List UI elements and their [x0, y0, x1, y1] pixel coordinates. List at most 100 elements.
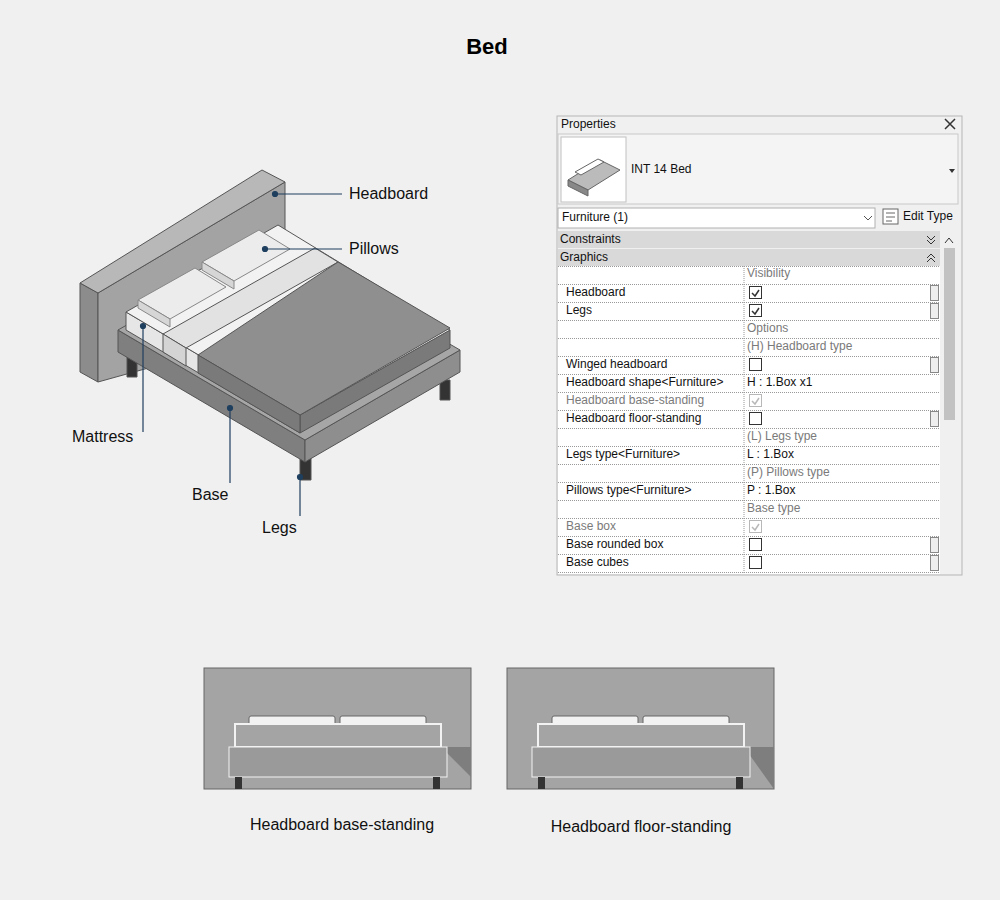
properties-panel — [927, 254, 935, 262]
leader-line — [229, 408, 230, 483]
properties-panel — [558, 249, 940, 266]
properties-panel — [575, 159, 604, 175]
part-label: Mattress — [72, 428, 133, 446]
properties-panel — [558, 518, 940, 519]
bed-illustration — [80, 283, 98, 382]
properties-panel — [750, 521, 762, 533]
properties-panel — [752, 398, 759, 404]
table-value: (P) Pillows type — [747, 466, 830, 480]
table-value: (H) Headboard type — [747, 340, 852, 354]
properties-panel — [558, 356, 940, 357]
front-view-base-standing — [433, 777, 440, 789]
properties-panel — [931, 358, 939, 373]
bed-illustration — [202, 262, 234, 289]
part-label: Base — [192, 486, 228, 504]
properties-panel — [558, 446, 940, 447]
front-view-base-standing — [235, 777, 242, 789]
group-header: Graphics — [560, 251, 608, 265]
properties-panel — [949, 169, 955, 173]
properties-panel — [557, 116, 962, 575]
properties-panel — [558, 554, 940, 555]
part-label: Legs — [262, 519, 297, 537]
leader-line — [273, 192, 278, 197]
properties-panel — [558, 231, 940, 248]
bed-illustration — [80, 170, 460, 480]
front-view-floor-standing — [507, 668, 774, 789]
properties-panel — [558, 284, 940, 285]
properties-panel — [945, 119, 955, 129]
dropdown-text: Furniture (1) — [562, 211, 628, 225]
bed-illustration — [126, 225, 450, 415]
properties-panel — [744, 266, 745, 574]
title: Bed — [466, 34, 508, 59]
table-cell: Headboard shape<Furniture> — [566, 376, 723, 390]
properties-panel — [561, 137, 626, 202]
properties-panel — [558, 482, 940, 483]
front-view-floor-standing — [538, 724, 744, 747]
table-value: Options — [747, 322, 788, 336]
properties-panel — [931, 286, 939, 301]
properties-panel — [558, 374, 940, 375]
properties-panel — [750, 413, 762, 425]
front-view-floor-standing — [538, 777, 545, 789]
properties-panel — [864, 216, 872, 220]
table-cell: Pillows type<Furniture> — [566, 484, 691, 498]
caption-label: Headboard base-standing — [250, 816, 434, 834]
table-cell: Headboard — [566, 286, 625, 300]
panel-title: Properties — [561, 118, 616, 132]
table-value: Visibility — [747, 267, 790, 281]
properties-panel — [750, 539, 762, 551]
leader-line — [142, 326, 143, 432]
properties-panel — [557, 116, 962, 575]
properties-panel — [750, 557, 762, 569]
table-cell: Base cubes — [566, 556, 629, 570]
table-cell: Base rounded box — [566, 538, 663, 552]
leader-line — [228, 406, 233, 411]
type-name: INT 14 Bed — [631, 163, 691, 177]
leader-line — [265, 248, 342, 249]
properties-panel — [883, 209, 898, 224]
leader-line — [141, 324, 146, 329]
table-value: H : 1.Box x1 — [747, 376, 812, 390]
table-cell: Legs type<Furniture> — [566, 448, 680, 462]
properties-panel — [752, 308, 759, 314]
properties-panel — [931, 304, 939, 319]
properties-panel — [558, 266, 940, 574]
properties-panel — [750, 287, 762, 299]
front-view-base-standing — [204, 668, 471, 789]
properties-panel — [558, 464, 940, 465]
table-value: (L) Legs type — [747, 430, 817, 444]
properties-panel — [558, 134, 958, 204]
properties-panel — [752, 524, 759, 530]
properties-panel — [558, 392, 940, 393]
properties-panel — [931, 556, 939, 571]
properties-panel — [750, 305, 762, 317]
group-header: Constraints — [560, 233, 621, 247]
leader-line — [275, 193, 342, 194]
properties-panel — [931, 538, 939, 553]
front-view-base-standing — [235, 724, 441, 747]
properties-panel — [750, 359, 762, 371]
leader-line — [299, 477, 300, 516]
front-view-floor-standing — [532, 747, 750, 777]
leader-line — [298, 475, 303, 480]
table-cell: Winged headboard — [566, 358, 667, 372]
properties-panel — [927, 236, 935, 244]
table-cell: Headboard floor-standing — [566, 412, 701, 426]
properties-panel — [945, 238, 953, 243]
front-view-floor-standing — [507, 668, 774, 789]
properties-panel — [558, 320, 940, 321]
properties-panel — [931, 412, 939, 427]
bed-illustration — [163, 334, 186, 366]
leader-line — [263, 247, 268, 252]
properties-panel — [558, 500, 940, 501]
properties-panel — [558, 536, 940, 537]
table-cell: Base box — [566, 520, 616, 534]
properties-panel — [750, 395, 762, 407]
table-cell: Legs — [566, 304, 592, 318]
table-cell: Headboard base-standing — [566, 394, 704, 408]
table-value: P : 1.Box — [747, 484, 795, 498]
bed-illustration — [198, 355, 300, 433]
